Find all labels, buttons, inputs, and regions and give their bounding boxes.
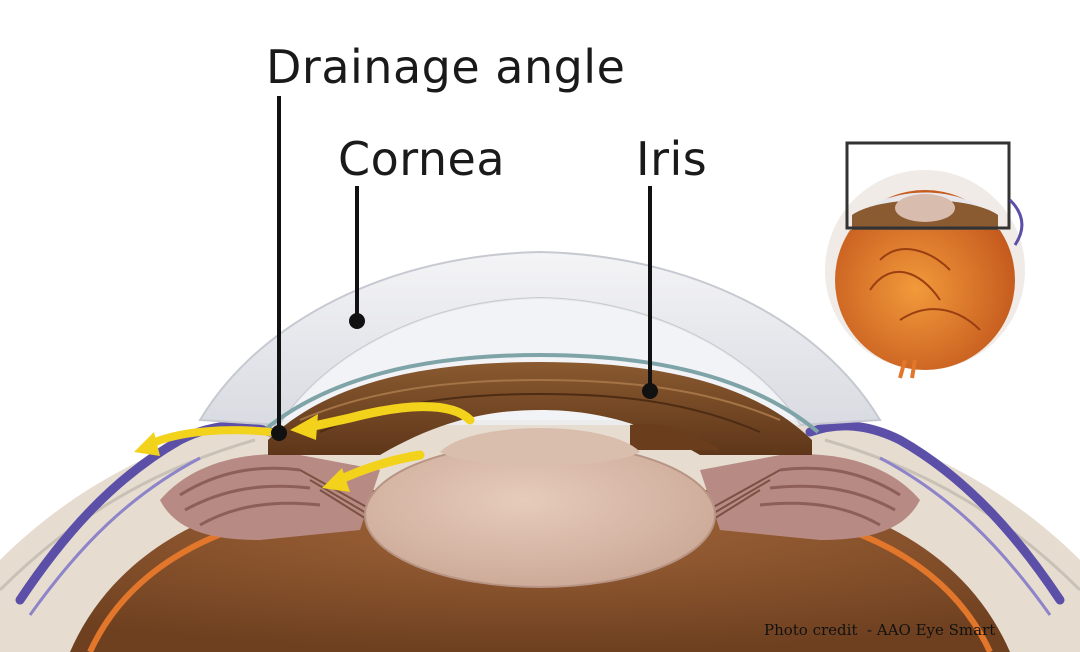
photo-credit: Photo credit - AAO Eye Smart	[764, 621, 995, 639]
label-drainage-angle: Drainage angle	[266, 40, 625, 94]
whole-eye-inset-icon	[825, 143, 1025, 378]
label-cornea: Cornea	[338, 132, 505, 186]
label-iris: Iris	[636, 132, 707, 186]
